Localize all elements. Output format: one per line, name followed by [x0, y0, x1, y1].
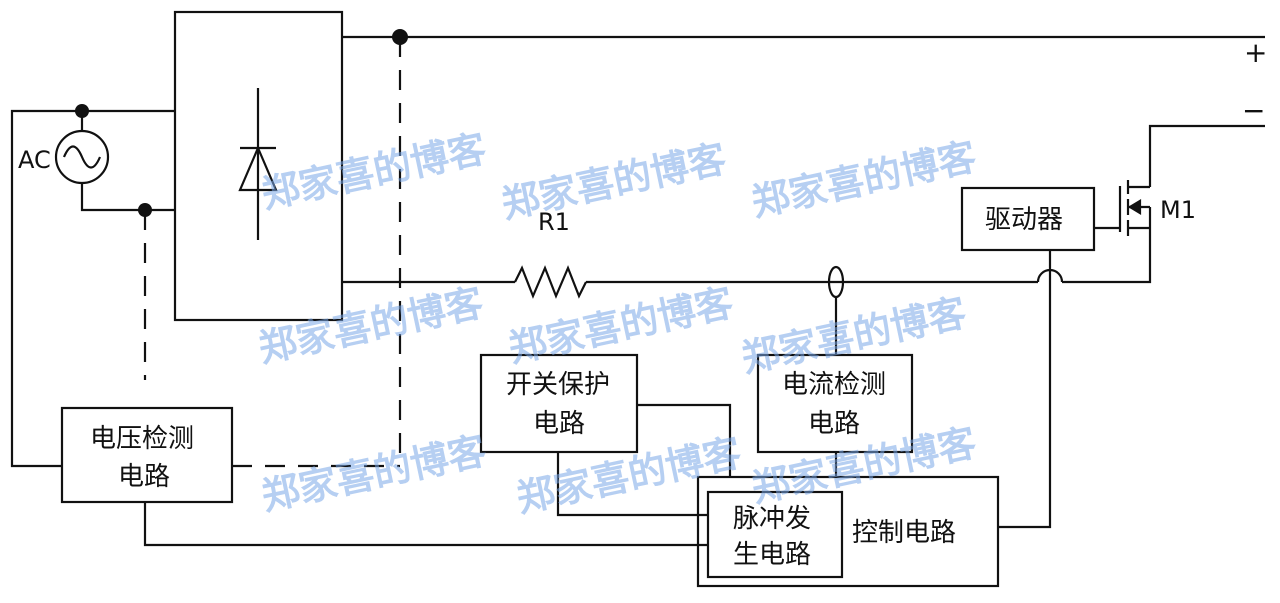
ac-return-wire [10, 109, 82, 468]
pulse-gen-label-2: 生电路 [733, 540, 811, 570]
rectifier-block [173, 10, 344, 322]
watermark-7: 郑家喜的博客 [258, 428, 490, 518]
driver-label: 驱动器 [985, 205, 1063, 235]
resistor-r1 [514, 265, 587, 299]
voltage-detect-label-1: 电压检测 [90, 424, 194, 454]
junctions [75, 29, 408, 217]
watermark-9: 郑家喜的博客 [748, 420, 980, 510]
diode-icon [238, 88, 278, 240]
m1-label: M1 [1160, 196, 1196, 224]
control-box [696, 475, 1000, 588]
control-label: 控制电路 [852, 518, 956, 548]
switch-protect-label-1: 开关保护 [506, 370, 610, 400]
voltage-detect-box [60, 406, 234, 504]
minus-label: − [1242, 94, 1265, 127]
watermark-8: 郑家喜的博客 [513, 430, 745, 520]
watermark-5: 郑家喜的博客 [505, 280, 737, 370]
watermark-3: 郑家喜的博客 [748, 134, 980, 224]
mosfet-icon [1118, 178, 1152, 236]
watermark-4: 郑家喜的博客 [255, 280, 487, 370]
pulse-gen-label-1: 脉冲发 [733, 504, 811, 534]
negative-rail [1148, 124, 1265, 178]
watermark-2: 郑家喜的博客 [498, 136, 730, 226]
ac-label: AC [18, 146, 51, 174]
watermarks: 郑家喜的博客 郑家喜的博客 郑家喜的博客 郑家喜的博客 郑家喜的博客 郑家喜的博… [255, 126, 980, 520]
pulse-gen-box [706, 490, 844, 579]
current-detect-label-1: 电流检测 [782, 370, 886, 400]
voltage-detect-label-2: 电路 [118, 462, 170, 492]
current-detect-label-2: 电路 [808, 409, 860, 439]
driver-box [960, 186, 1096, 252]
switch-protect-label-2: 电路 [533, 409, 585, 439]
watermark-1: 郑家喜的博客 [258, 126, 490, 216]
plus-label: + [1244, 36, 1267, 69]
r1-label: R1 [538, 208, 570, 236]
watermark-6: 郑家喜的博客 [738, 290, 970, 380]
ac-wave-icon [62, 145, 102, 169]
wires [10, 10, 1265, 588]
source-return-wire [1062, 232, 1152, 284]
